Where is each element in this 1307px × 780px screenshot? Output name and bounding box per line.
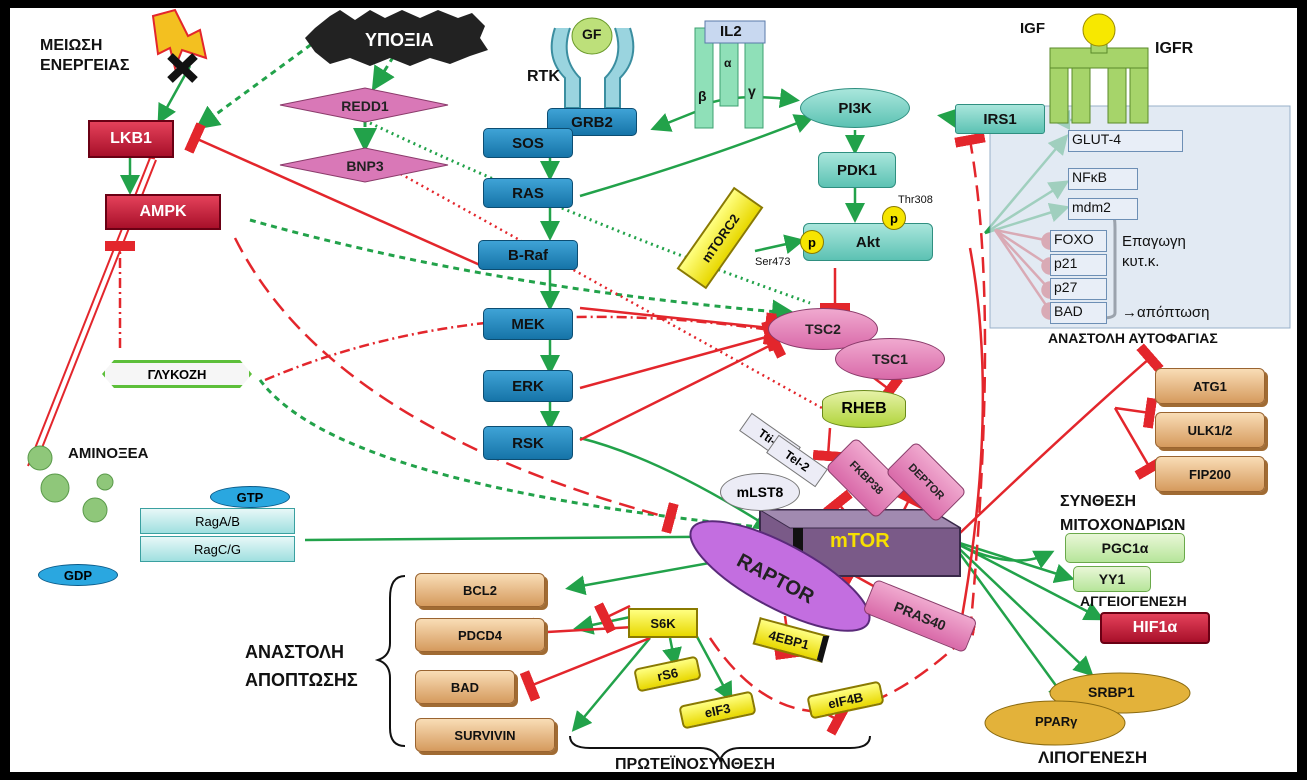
ragc-g-node: RagC/G bbox=[140, 536, 295, 562]
tsc1-node: TSC1 bbox=[835, 338, 945, 380]
nfkb-target: NFκB bbox=[1068, 168, 1138, 190]
igfr-receptor-icon bbox=[1049, 13, 1149, 124]
il2-receptor-icon bbox=[694, 20, 766, 129]
ras-node: RAS bbox=[483, 178, 573, 208]
pathway-arrows bbox=[27, 8, 1291, 763]
hif1a-node: HIF1α bbox=[1100, 612, 1210, 644]
mtor-label: mTOR bbox=[830, 530, 890, 552]
p21-target: p21 bbox=[1050, 254, 1107, 276]
mitochondria-synthesis-label: ΣΥΝΘΕΣΗ ΜΙΤΟΧΟΝΔΡΙΩΝ bbox=[1060, 493, 1186, 534]
apoptosis-label: →απόπτωση bbox=[1122, 304, 1210, 321]
bnp3-diamond bbox=[279, 147, 449, 183]
gf-label: GF bbox=[582, 26, 602, 42]
mtor-complex bbox=[689, 509, 962, 632]
atg1-node: ATG1 bbox=[1155, 368, 1265, 404]
ampk-node: AMPK bbox=[105, 194, 221, 230]
igfr-label: IGFR bbox=[1155, 40, 1194, 57]
cell-cycle-induction-label: Επαγωγη κυτ.κ. bbox=[1122, 233, 1186, 270]
raga-b-node: RagA/B bbox=[140, 508, 295, 534]
akt-node: Akt bbox=[803, 223, 933, 261]
autophagy-inhibition-label: ΑΝΑΣΤΟΛΗ ΑΥΤΟΦΑΓΙΑΣ bbox=[1048, 330, 1218, 346]
lkb1-node: LKB1 bbox=[88, 120, 174, 158]
rheb-node: RHEB bbox=[822, 390, 906, 428]
glut4-target: GLUT-4 bbox=[1068, 130, 1183, 152]
apoptosis-inhibition-label: ΑΝΑΣΤΟΛΗ ΑΠΟΠΤΩΣΗΣ bbox=[245, 642, 358, 690]
bad-node: BAD bbox=[415, 670, 515, 704]
survivin-node: SURVIVIN bbox=[415, 718, 555, 752]
energy-decrease-label: ΜΕΙΩΣΗ ΕΝΕΡΓΕΙΑΣ bbox=[40, 37, 130, 74]
rsk-node: RSK bbox=[483, 426, 573, 460]
erk-node: ERK bbox=[483, 370, 573, 402]
phospho-thr308-badge: p bbox=[882, 206, 906, 230]
il2-gamma-label: γ bbox=[748, 83, 756, 99]
foxo-target: FOXO bbox=[1050, 230, 1107, 252]
ulk-node: ULK1/2 bbox=[1155, 412, 1265, 448]
redd1-diamond bbox=[279, 87, 449, 123]
gdp-badge: GDP bbox=[38, 564, 118, 586]
ppar-cloud bbox=[984, 700, 1126, 746]
angiogenesis-label: ΑΓΓΕΙΟΓΕΝΕΣΗ bbox=[1080, 593, 1187, 609]
amino-acid-blobs bbox=[27, 445, 114, 523]
bnp3-node: BNP3 bbox=[346, 158, 384, 174]
sos-node: SOS bbox=[483, 128, 573, 158]
ser473-label: Ser473 bbox=[755, 256, 791, 268]
mdm2-target: mdm2 bbox=[1068, 198, 1138, 220]
glucose-node: ΓΛΥΚΟΖΗ bbox=[102, 360, 252, 388]
pi3k-node: PI3K bbox=[800, 88, 910, 128]
pdk1-node: PDK1 bbox=[818, 152, 896, 188]
redd1-node: REDD1 bbox=[341, 98, 389, 114]
hypoxia-burst bbox=[305, 10, 488, 66]
bcl2-node: BCL2 bbox=[415, 573, 545, 607]
lightning-icon bbox=[151, 8, 208, 72]
mlst8-node: mLST8 bbox=[720, 473, 800, 511]
rtk-label: RTK bbox=[527, 68, 560, 85]
irs1-node: IRS1 bbox=[955, 104, 1045, 134]
pdcd4-node: PDCD4 bbox=[415, 618, 545, 652]
il2-label: IL2 bbox=[720, 23, 742, 40]
srbp1-label: SRBP1 bbox=[1088, 684, 1135, 700]
pgc1a-node: PGC1α bbox=[1065, 533, 1185, 563]
protein-synthesis-label: ΠΡΩΤΕΪΝΟΣΥΝΘΕΣΗ bbox=[615, 756, 776, 772]
igf-label: IGF bbox=[1020, 20, 1045, 37]
hypoxia-label: ΥΠΟΞΙΑ bbox=[365, 30, 434, 50]
thr308-label: Thr308 bbox=[898, 194, 933, 206]
p27-target: p27 bbox=[1050, 278, 1107, 300]
lipogenesis-label: ΛΙΠΟΓΕΝΕΣΗ bbox=[1038, 748, 1148, 767]
gtp-badge: GTP bbox=[210, 486, 290, 508]
il2-beta-label: β bbox=[698, 88, 707, 104]
yy1-node: YY1 bbox=[1073, 566, 1151, 592]
bad-target: BAD bbox=[1050, 302, 1107, 324]
cross-icon bbox=[167, 53, 198, 83]
il2-alpha-label: α bbox=[724, 56, 732, 70]
ppar-label: PPARγ bbox=[1035, 714, 1078, 729]
amino-acids-label: ΑΜΙΝΟΞΕΑ bbox=[68, 445, 149, 462]
phospho-ser473-badge: p bbox=[800, 230, 824, 254]
s6k-node: S6K bbox=[628, 608, 698, 638]
braf-node: B-Raf bbox=[478, 240, 578, 270]
mek-node: MEK bbox=[483, 308, 573, 340]
pathway-diagram: ΜΕΙΩΣΗ ΕΝΕΡΓΕΙΑΣ ΥΠΟΞΙΑ GF RTK IL2 α β γ… bbox=[10, 8, 1297, 772]
fip200-node: FIP200 bbox=[1155, 456, 1265, 492]
